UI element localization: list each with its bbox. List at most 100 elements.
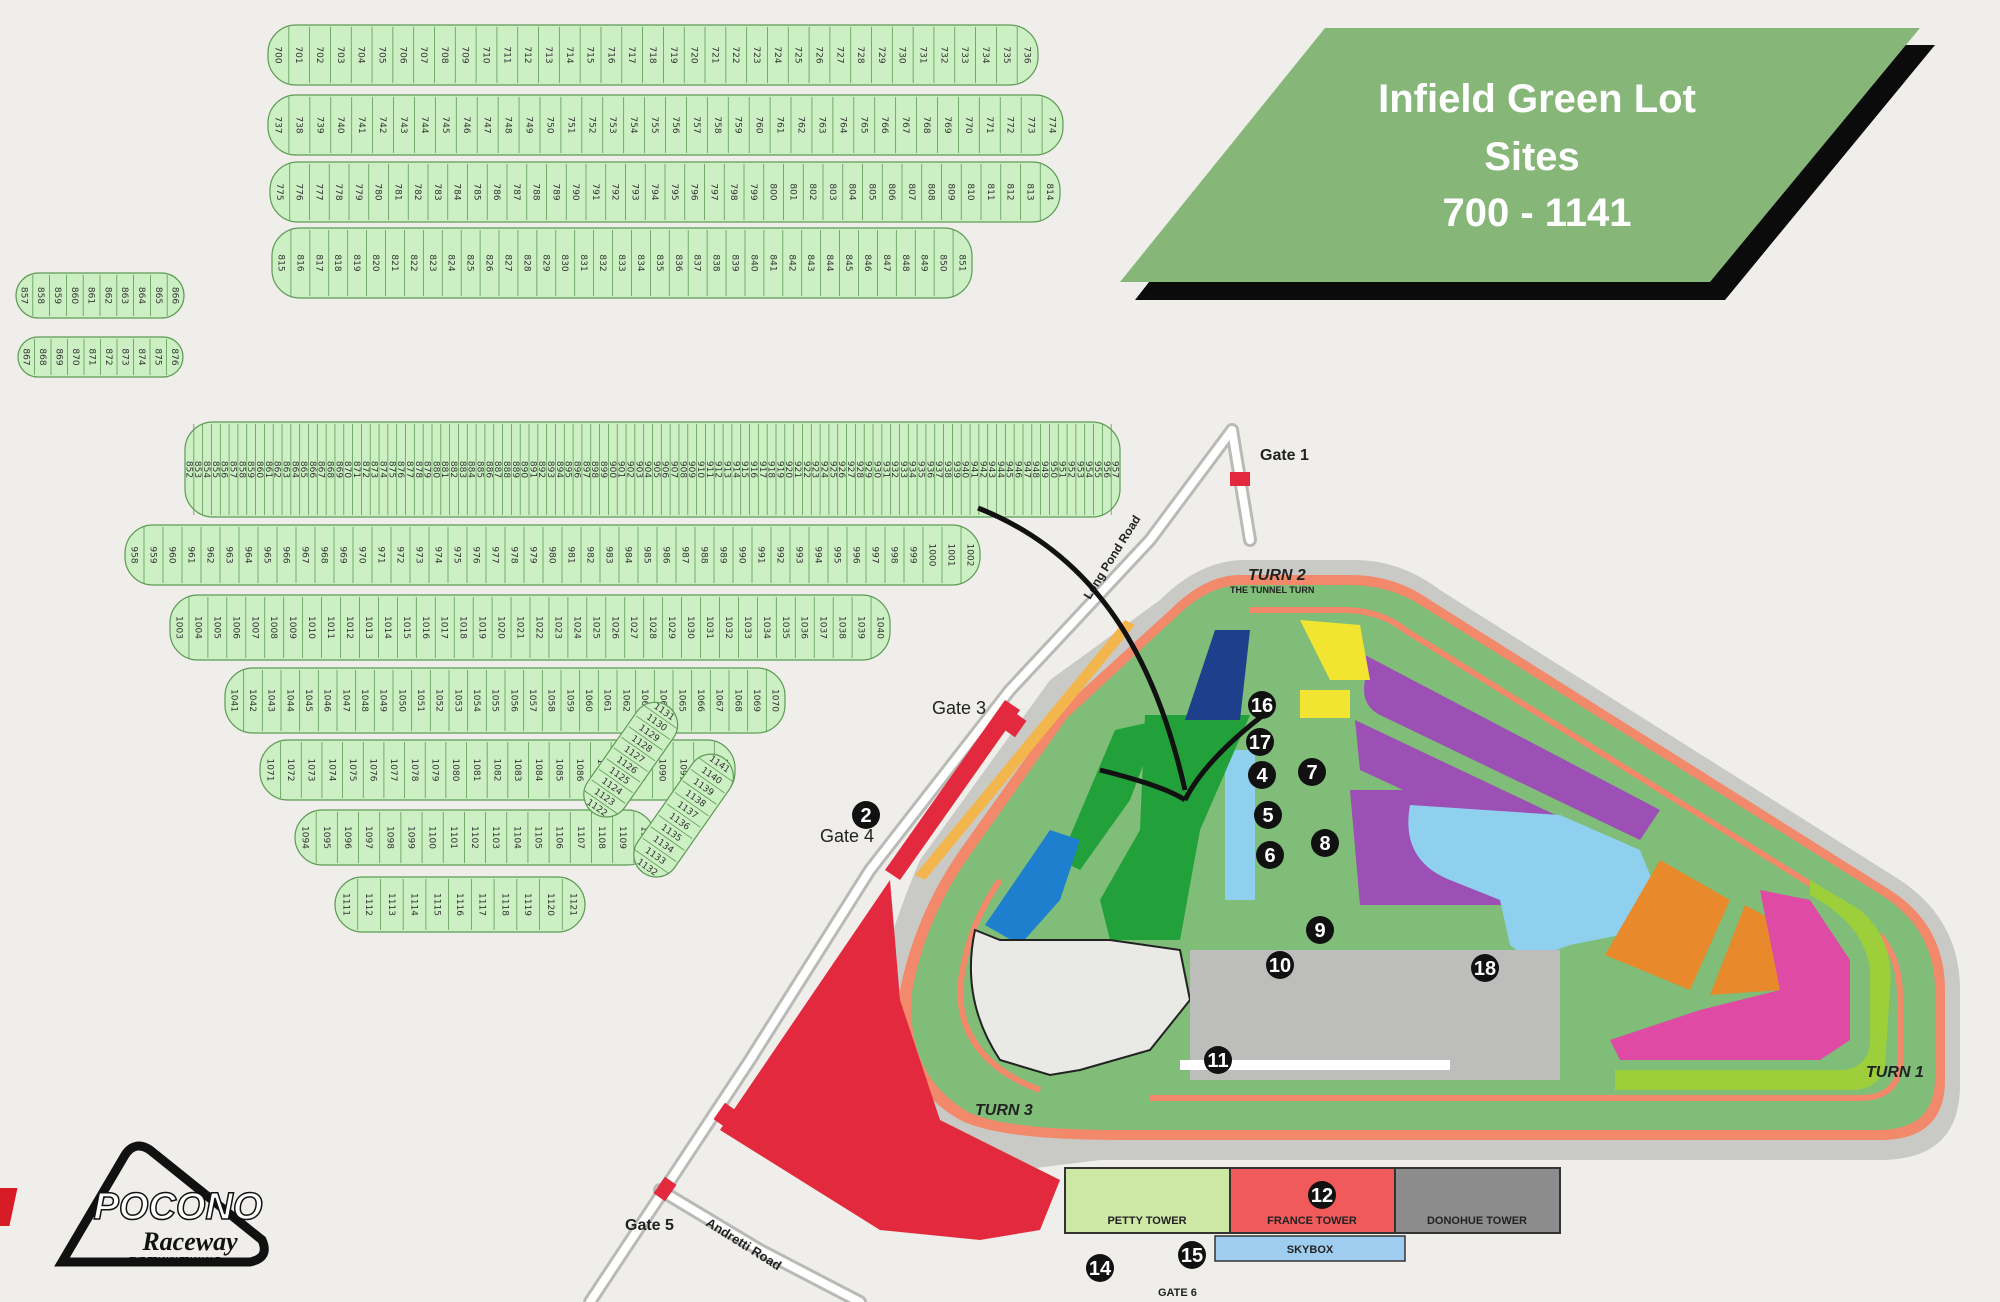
lot-site-number[interactable]: 1067 — [714, 689, 724, 712]
lot-site-number[interactable]: 822 — [408, 254, 418, 271]
lot-site-number[interactable]: 908 — [677, 461, 687, 478]
lot-site-number[interactable]: 834 — [635, 254, 645, 271]
lot-site-number[interactable]: 865 — [153, 287, 163, 304]
lot-site-number[interactable]: 724 — [772, 46, 782, 63]
lot-site-number[interactable]: 924 — [819, 461, 829, 478]
lot-site-number[interactable]: 997 — [870, 546, 880, 563]
lot-site-number[interactable]: 713 — [543, 46, 553, 63]
lot-site-number[interactable]: 1105 — [533, 826, 543, 849]
lot-site-number[interactable]: 944 — [995, 461, 1005, 478]
lot-site-number[interactable]: 759 — [733, 116, 743, 133]
lot-site-number[interactable]: 855 — [210, 461, 220, 478]
lot-site-number[interactable]: 914 — [730, 461, 740, 478]
lot-site-number[interactable]: 980 — [547, 546, 557, 563]
lot-site-number[interactable]: 1074 — [326, 759, 336, 782]
lot-site-number[interactable]: 806 — [886, 183, 896, 200]
lot-site-number[interactable]: 788 — [531, 183, 541, 200]
lot-site-number[interactable]: 722 — [730, 46, 740, 63]
lot-site-number[interactable]: 846 — [862, 254, 872, 271]
lot-site-number[interactable]: 772 — [1005, 116, 1015, 133]
lot-site-number[interactable]: 927 — [845, 461, 855, 478]
lot-site-number[interactable]: 872 — [360, 461, 370, 478]
lot-site-number[interactable]: 828 — [521, 254, 531, 271]
lot-site-number[interactable]: 776 — [294, 183, 304, 200]
lot-site-number[interactable]: 959 — [148, 546, 158, 563]
lot-site-number[interactable]: 1028 — [647, 616, 657, 639]
lot-site-number[interactable]: 985 — [642, 546, 652, 563]
lot-site-number[interactable]: 887 — [492, 461, 502, 478]
lot-site-number[interactable]: 734 — [980, 46, 990, 63]
lot-site-number[interactable]: 1006 — [230, 616, 240, 639]
lot-site-number[interactable]: 810 — [965, 183, 975, 200]
lot-site-number[interactable]: 953 — [1074, 461, 1084, 478]
lot-site-number[interactable]: 981 — [566, 546, 576, 563]
lot-site-number[interactable]: 1096 — [342, 826, 352, 849]
lot-site-number[interactable]: 782 — [412, 183, 422, 200]
lot-site-number[interactable]: 739 — [314, 116, 324, 133]
lot-site-number[interactable]: 943 — [986, 461, 996, 478]
lot-site-number[interactable]: 969 — [338, 546, 348, 563]
lot-site-number[interactable]: 871 — [86, 348, 96, 365]
lot-site-number[interactable]: 956 — [1101, 461, 1111, 478]
lot-site-number[interactable]: 756 — [670, 116, 680, 133]
lot-site-number[interactable]: 1097 — [363, 826, 373, 849]
lot-site-number[interactable]: 735 — [1001, 46, 1011, 63]
lot-site-number[interactable]: 774 — [1047, 116, 1057, 133]
lot-site-number[interactable]: 829 — [540, 254, 550, 271]
lot-site-number[interactable]: 840 — [748, 254, 758, 271]
lot-site-number[interactable]: 1008 — [268, 616, 278, 639]
lot-site-number[interactable]: 1048 — [359, 689, 369, 712]
lot-site-number[interactable]: 744 — [419, 116, 429, 133]
lot-site-number[interactable]: 899 — [598, 461, 608, 478]
lot-site-number[interactable]: 711 — [501, 46, 511, 63]
lot-site-number[interactable]: 934 — [907, 461, 917, 478]
lot-site-number[interactable]: 870 — [70, 348, 80, 365]
lot-site-number[interactable]: 995 — [832, 546, 842, 563]
lot-site-number[interactable]: 836 — [673, 254, 683, 271]
lot-site-number[interactable]: 996 — [851, 546, 861, 563]
lot-site-number[interactable]: 963 — [224, 546, 234, 563]
lot-site-number[interactable]: 877 — [404, 461, 414, 478]
lot-site-number[interactable]: 901 — [616, 461, 626, 478]
lot-site-number[interactable]: 1047 — [340, 689, 350, 712]
lot-site-number[interactable]: 979 — [528, 546, 538, 563]
lot-site-number[interactable]: 815 — [275, 254, 285, 271]
lot-site-number[interactable]: 820 — [370, 254, 380, 271]
lot-site-number[interactable]: 987 — [680, 546, 690, 563]
lot-site-number[interactable]: 897 — [580, 461, 590, 478]
lot-site-number[interactable]: 1108 — [596, 826, 606, 849]
lot-site-number[interactable]: 903 — [633, 461, 643, 478]
lot-site-number[interactable]: 1020 — [496, 616, 506, 639]
lot-site-number[interactable]: 780 — [373, 183, 383, 200]
lot-site-number[interactable]: 864 — [136, 287, 146, 304]
lot-site-number[interactable]: 868 — [37, 348, 47, 365]
lot-site-number[interactable]: 957 — [1110, 461, 1120, 478]
lot-site-number[interactable]: 1103 — [490, 826, 500, 849]
lot-site-number[interactable]: 826 — [484, 254, 494, 271]
lot-site-number[interactable]: 922 — [801, 461, 811, 478]
lot-site-number[interactable]: 1004 — [192, 616, 202, 639]
lot-site-number[interactable]: 1090 — [657, 759, 667, 782]
lot-site-number[interactable]: 923 — [810, 461, 820, 478]
lot-site-number[interactable]: 717 — [626, 46, 636, 63]
lot-site-number[interactable]: 964 — [243, 546, 253, 563]
lot-site-number[interactable]: 928 — [854, 461, 864, 478]
lot-site-number[interactable]: 1017 — [439, 616, 449, 639]
lot-site-number[interactable]: 884 — [466, 461, 476, 478]
lot-site-number[interactable]: 778 — [333, 183, 343, 200]
lot-site-number[interactable]: 1095 — [321, 826, 331, 849]
lot-site-number[interactable]: 1024 — [571, 616, 581, 639]
lot-site-number[interactable]: 771 — [984, 116, 994, 133]
lot-site-number[interactable]: 813 — [1024, 183, 1034, 200]
lot-site-number[interactable]: 804 — [847, 183, 857, 200]
lot-site-number[interactable]: 878 — [413, 461, 423, 478]
location-marker[interactable] — [1248, 761, 1276, 789]
lot-site-number[interactable]: 1085 — [553, 759, 563, 782]
lot-site-number[interactable]: 961 — [186, 546, 196, 563]
lot-site-number[interactable]: 915 — [739, 461, 749, 478]
lot-site-number[interactable]: 760 — [754, 116, 764, 133]
lot-site-number[interactable]: 1053 — [452, 689, 462, 712]
lot-site-number[interactable]: 824 — [446, 254, 456, 271]
lot-site-number[interactable]: 1077 — [388, 759, 398, 782]
lot-site-number[interactable]: 859 — [245, 461, 255, 478]
